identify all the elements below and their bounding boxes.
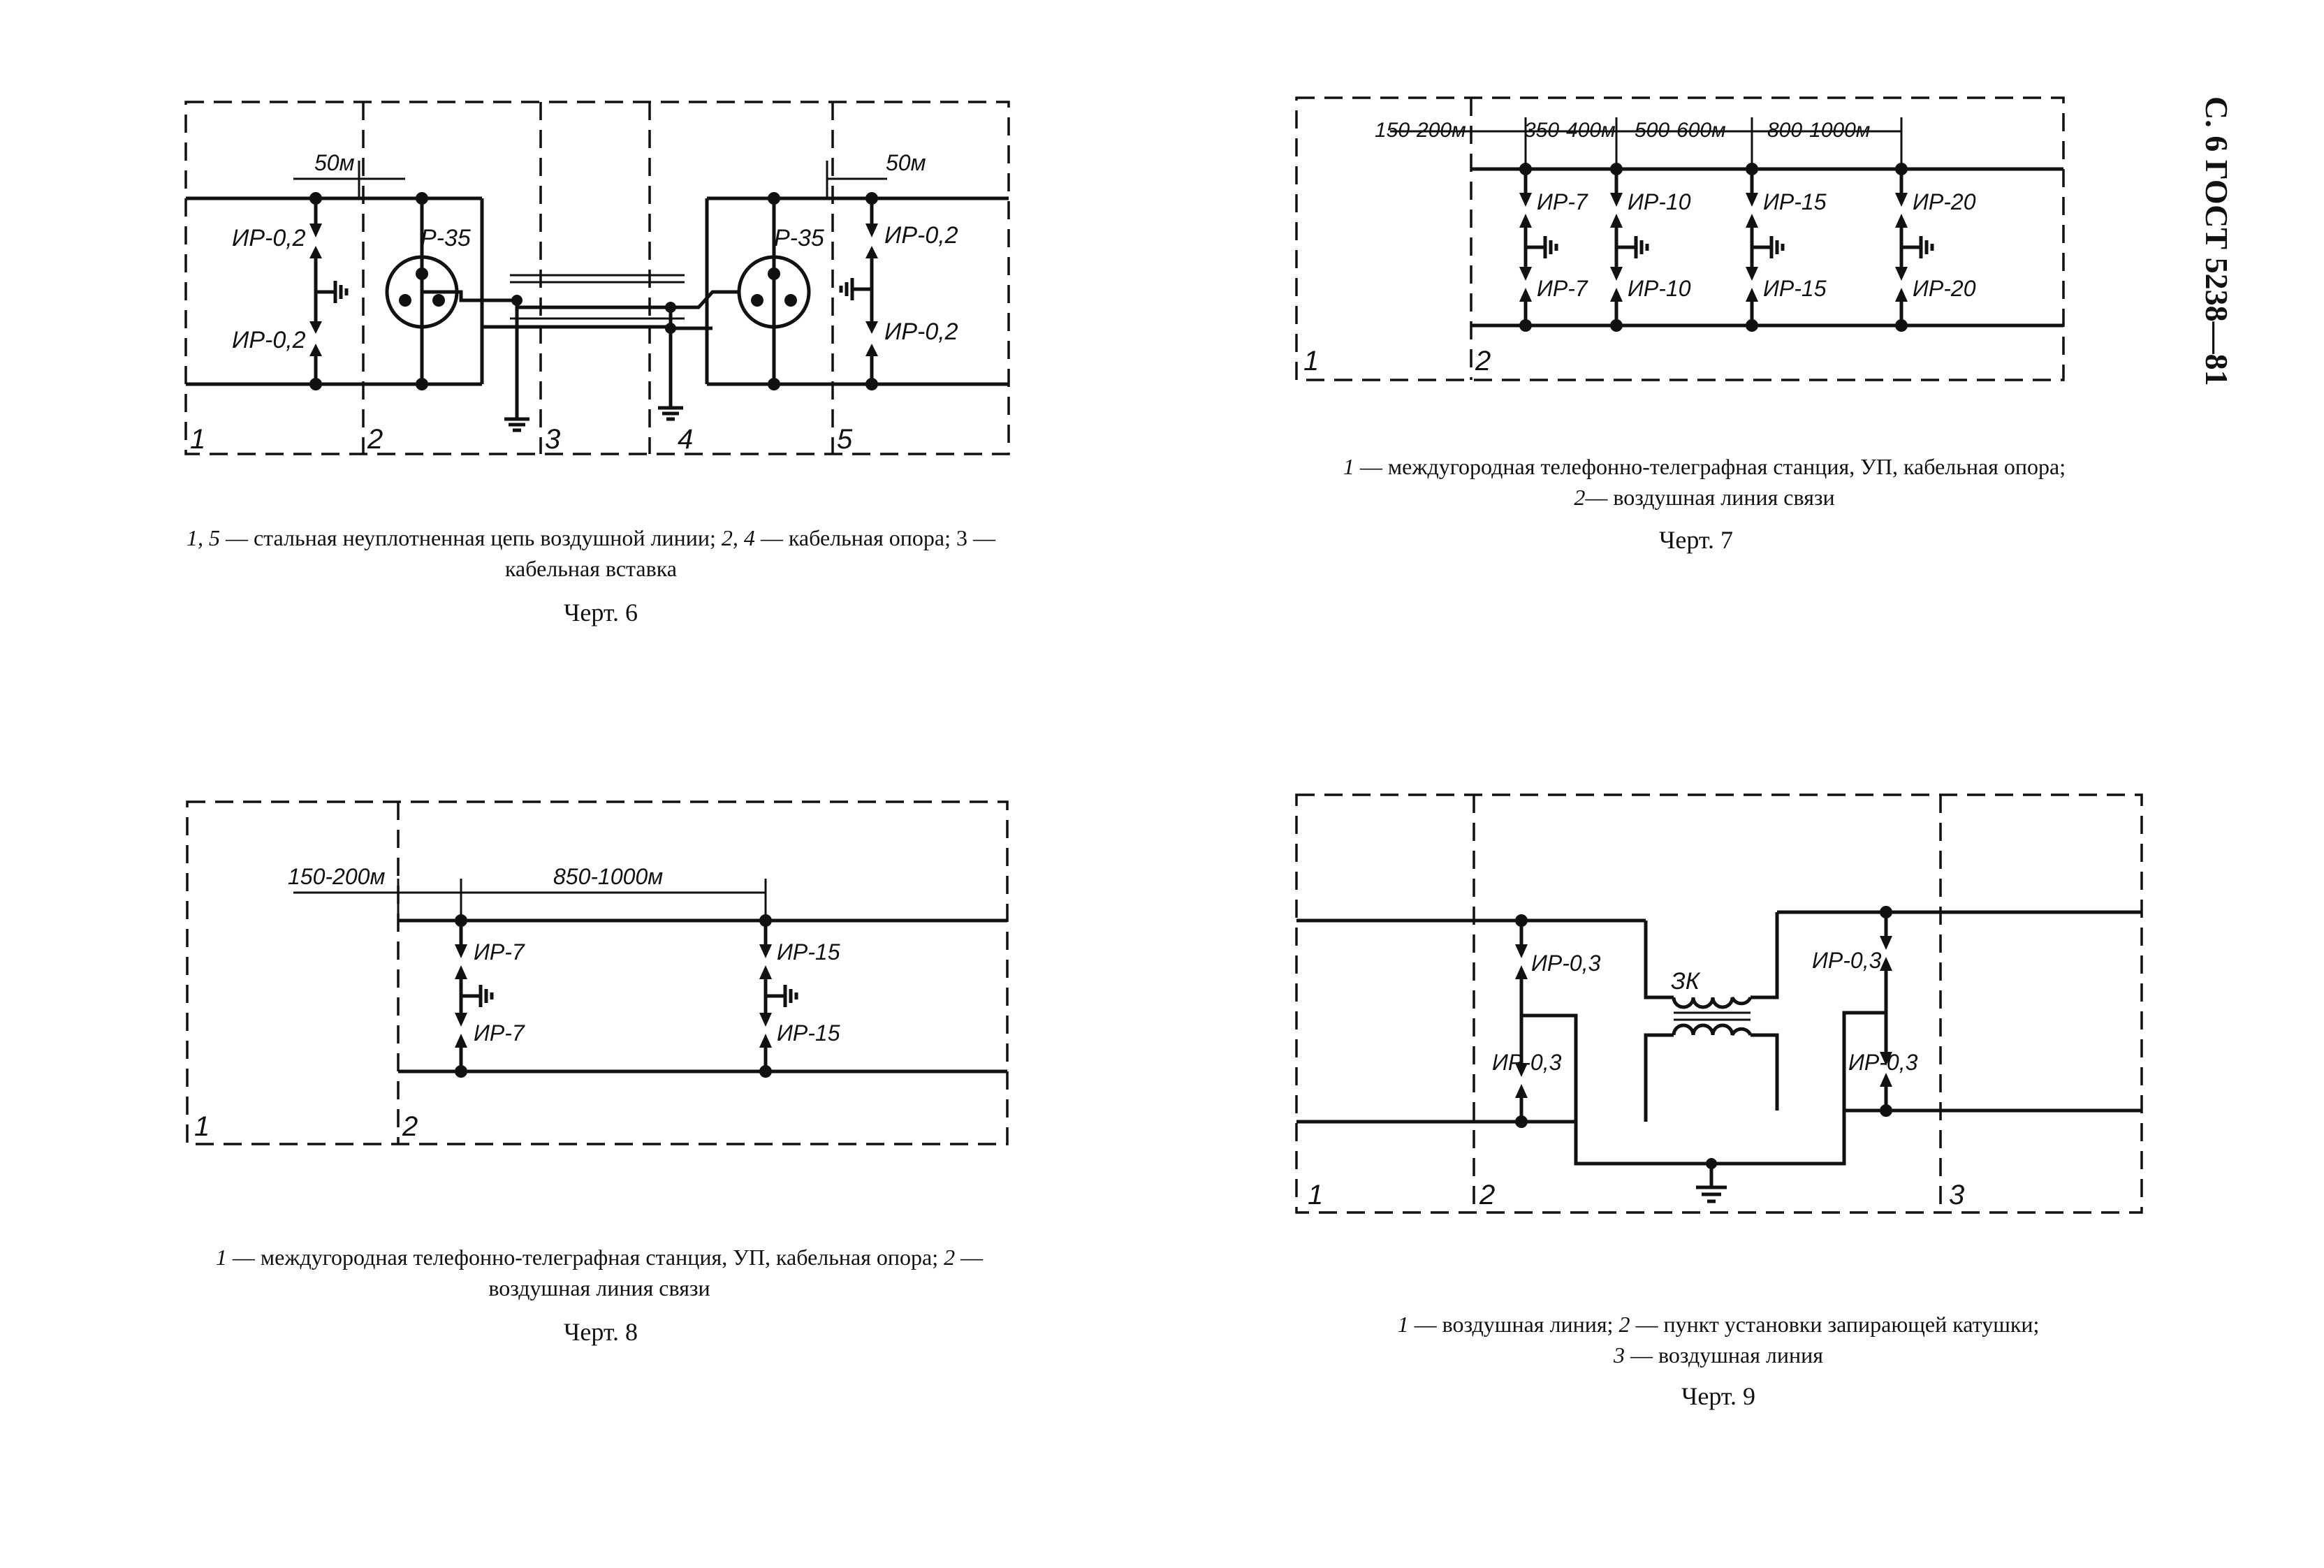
fig8-ir-bot-1: ИР-7 [474, 1020, 525, 1046]
fig7-dist-3: 500-600м [1635, 119, 1726, 142]
fig7-zone-1: 1 [1303, 346, 1319, 376]
fig7-labels: 150-200м 350-400м 500-600м 800-1000м ИР-… [1303, 119, 1976, 376]
fig9-zone-1: 1 [1308, 1180, 1323, 1210]
fig9-frame [1295, 793, 2143, 1214]
fig9-labels: ЗК ИР-0,3 ИР-0,3 ИР-0,3 ИР-0,3 1 2 3 [1308, 948, 1964, 1210]
fig8-ir-bot-2: ИР-15 [777, 1020, 840, 1046]
fig8-zone-1: 1 [194, 1111, 210, 1142]
fig8-dist-1: 150-200м [288, 864, 385, 889]
fig6-arrester-right: Р-35 [774, 225, 824, 251]
fig8-caption: 1 — междугородная телефонно-телеграфная … [215, 1245, 984, 1300]
fig6-arrester-left: Р-35 [421, 225, 471, 251]
fig6-zone-2: 2 [367, 424, 383, 455]
fig7-ir-bot-1: ИР-7 [1537, 276, 1588, 301]
fig7-frame [1295, 96, 2065, 381]
fig7-caption: 1 — междугородная телефонно-телеграфная … [1343, 454, 2066, 510]
fig6-caption: 1, 5 — стальная неуплотненная цепь возду… [186, 525, 996, 581]
fig8-arrester-1 [455, 914, 494, 1078]
fig6-zone-3: 3 [545, 424, 560, 455]
fig6-dist-left: 50м [314, 150, 355, 175]
fig7-dist-2: 350-400м [1524, 119, 1616, 142]
fig7-dist-4: 800-1000м [1767, 119, 1870, 142]
fig6-zone-4: 4 [678, 424, 693, 455]
fig6-lines [186, 161, 1009, 432]
fig9-zone-2: 2 [1479, 1180, 1495, 1210]
fig8-labels: 150-200м 850-1000м ИР-7 ИР-15 ИР-7 ИР-15… [194, 864, 840, 1142]
fig7-arrester-2 [1610, 163, 1649, 332]
fig6-ir-bot-left: ИР-0,2 [232, 327, 306, 353]
fig7-ir-top-1: ИР-7 [1537, 189, 1588, 214]
fig7-ir-bot-4: ИР-20 [1913, 276, 1976, 301]
fig7-dist-1: 150-200м [1375, 119, 1466, 142]
fig8-ir-top-2: ИР-15 [777, 939, 840, 965]
fig9-caption: 1 — воздушная линия; 2 — пункт установки… [1397, 1312, 2040, 1368]
fig6-dist-right: 50м [886, 150, 926, 175]
fig7-arrester-3 [1746, 163, 1785, 332]
fig8-zone-2: 2 [402, 1111, 418, 1142]
fig9-ir-bot-left: ИР-0,3 [1492, 1050, 1562, 1075]
fig9-ir-bot-right: ИР-0,3 [1848, 1050, 1918, 1075]
fig9-zone-3: 3 [1949, 1180, 1964, 1210]
fig8-arresters [455, 914, 798, 1078]
fig7-title: Черт. 7 [1659, 526, 1733, 554]
fig6-ir-top-right: ИР-0,2 [884, 222, 958, 249]
fig7-arresters [1519, 163, 1934, 332]
fig6-labels: 50м 50м ИР-0,2 ИР-0,2 ИР-0,2 ИР-0,2 Р-35… [190, 150, 958, 455]
fig8-arrester-2 [759, 914, 798, 1078]
fig7-ir-top-3: ИР-15 [1763, 189, 1827, 214]
fig9-ir-top-right: ИР-0,3 [1812, 948, 1882, 973]
fig9-ir-top-left: ИР-0,3 [1531, 951, 1601, 976]
fig8-frame [186, 800, 1009, 1145]
fig6-ir-top-left: ИР-0,2 [232, 225, 306, 251]
fig6-zone-1: 1 [190, 424, 205, 455]
fig9-coil-label: ЗК [1671, 968, 1701, 995]
fig8-title: Черт. 8 [564, 1318, 638, 1346]
fig7-lines [1390, 117, 2063, 328]
fig9-arrester-left [1515, 914, 1528, 1128]
fig6-frame [184, 101, 1010, 455]
fig8-lines [293, 879, 1007, 1074]
fig9-arrester-right [1880, 906, 1892, 1117]
fig6-title: Черт. 6 [564, 599, 638, 627]
fig9-title: Черт. 9 [1681, 1382, 1755, 1410]
fig7-ir-bot-3: ИР-15 [1763, 276, 1827, 301]
fig9-lines [1296, 910, 2142, 1203]
fig8-dist-2: 850-1000м [553, 864, 663, 889]
fig7-zone-2: 2 [1475, 346, 1491, 376]
fig7-ir-bot-2: ИР-10 [1628, 276, 1691, 301]
fig9-arresters [1515, 906, 1892, 1128]
fig7-arrester-4 [1895, 163, 1934, 332]
fig7-ir-top-4: ИР-20 [1913, 189, 1976, 214]
fig7-arrester-1 [1519, 163, 1558, 332]
fig7-ir-top-2: ИР-10 [1628, 189, 1691, 214]
fig8-ir-top-1: ИР-7 [474, 939, 525, 965]
fig6-zone-5: 5 [837, 424, 853, 455]
fig6-ir-bot-right: ИР-0,2 [884, 318, 958, 345]
